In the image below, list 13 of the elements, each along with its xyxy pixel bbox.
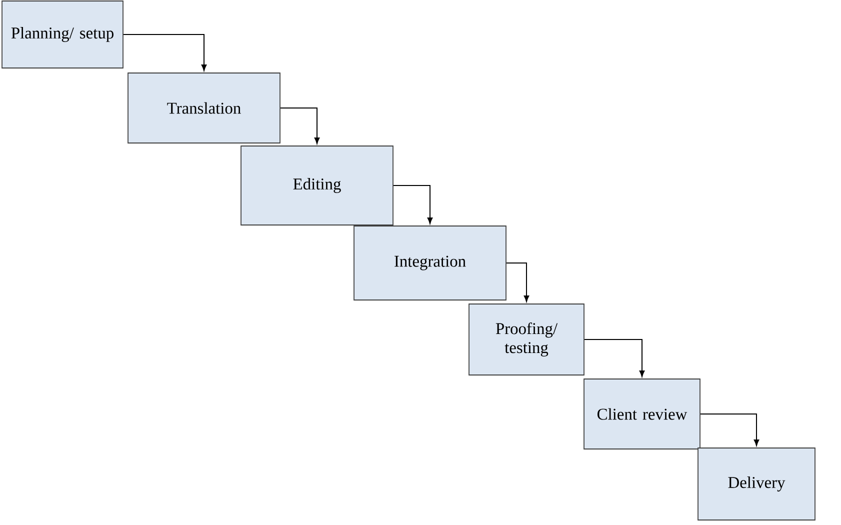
arrow	[280, 108, 320, 144]
process-box: Integration	[354, 226, 506, 300]
process-box: Delivery	[698, 448, 816, 520]
process-box: Editing	[240, 146, 394, 226]
arrow	[392, 185, 433, 224]
arrow	[584, 339, 645, 377]
arrow	[506, 262, 530, 302]
process-box: Proofing/ testing	[468, 304, 584, 376]
process-box: Planning/ setup	[2, 0, 124, 68]
arrow	[700, 414, 760, 446]
arrow	[122, 34, 207, 71]
process-box: Client review	[584, 378, 700, 450]
process-box: Translation	[128, 72, 280, 144]
